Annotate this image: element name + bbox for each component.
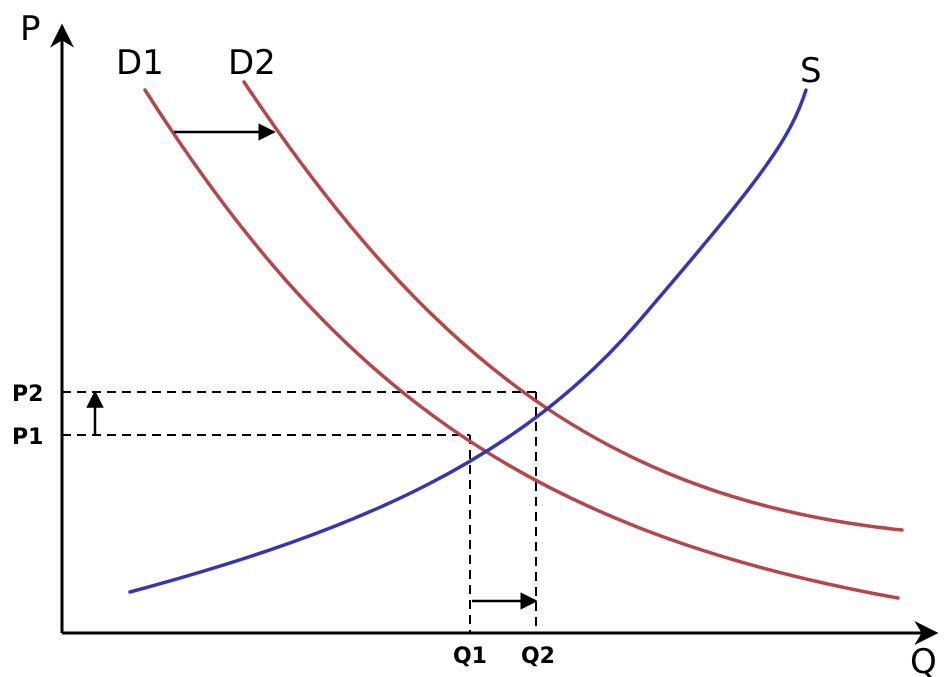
quantity-axis-label: Q (910, 642, 937, 677)
quantity-1-label: Q1 (453, 644, 487, 669)
price-axis-label: P (20, 9, 41, 49)
demand-curve-d1 (143, 88, 900, 600)
price-2-label: P2 (12, 382, 43, 407)
supply-curve-s (128, 88, 808, 594)
price-1-label: P1 (12, 425, 43, 450)
demand-curve-d2 (242, 80, 904, 532)
demand-1-label: D1 (116, 43, 164, 83)
supply-label: S (800, 51, 822, 91)
quantity-2-label: Q2 (521, 644, 555, 669)
demand-2-label: D2 (228, 43, 276, 83)
